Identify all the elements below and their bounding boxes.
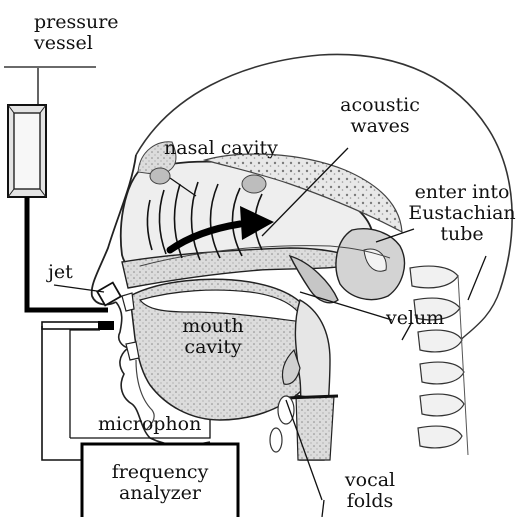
acoustic-waves-label-line2: waves (330, 116, 430, 137)
vocal-folds-line (286, 396, 338, 398)
vocal-folds-label-line2: folds (330, 491, 410, 512)
jet-label: jet (48, 262, 73, 283)
eustachian-label: enter into Eustachian tube (404, 182, 520, 245)
frequency-analyzer-label: frequency analyzer (86, 462, 234, 504)
vocal-folds-label: vocal folds (330, 470, 410, 512)
cartilage (270, 428, 282, 452)
velum-label: velum (386, 308, 444, 329)
hose (27, 197, 108, 310)
pressure-vessel-label-line2: vessel (34, 33, 119, 54)
trachea (296, 395, 334, 460)
eustachian-label-line3: tube (404, 224, 520, 245)
microphon-label: microphon (98, 414, 201, 435)
eustachian-label-line2: Eustachian (404, 203, 520, 224)
mic-cable (42, 326, 90, 460)
nasal-cavity-label: nasal cavity (164, 138, 278, 159)
spine-edge (458, 275, 468, 455)
sinus-blob-2 (242, 175, 266, 193)
lower-teeth (126, 342, 139, 360)
frequency-analyzer-label-line2: analyzer (86, 483, 234, 504)
frequency-analyzer-label-line1: frequency (86, 462, 234, 483)
pressure-vessel-label-line1: pressure (34, 12, 119, 33)
sinus-blob-1 (150, 168, 170, 184)
jet-nozzle (97, 283, 121, 306)
acoustic-waves-label: acoustic waves (330, 95, 430, 137)
upper-teeth (122, 293, 134, 311)
mouth-cavity-label-line1: mouth (168, 316, 258, 337)
vocal-folds-label-line1: vocal (330, 470, 410, 491)
mouth-cavity-label: mouth cavity (168, 316, 258, 358)
eustachian-label-line1: enter into (404, 182, 520, 203)
pressure-vessel (8, 105, 46, 197)
acoustic-waves-label-line1: acoustic (330, 95, 430, 116)
mouth-cavity-label-line2: cavity (168, 337, 258, 358)
cervical-spine (410, 266, 464, 448)
pressure-vessel-label: pressure vessel (34, 12, 119, 54)
microphone-tip (98, 321, 114, 330)
